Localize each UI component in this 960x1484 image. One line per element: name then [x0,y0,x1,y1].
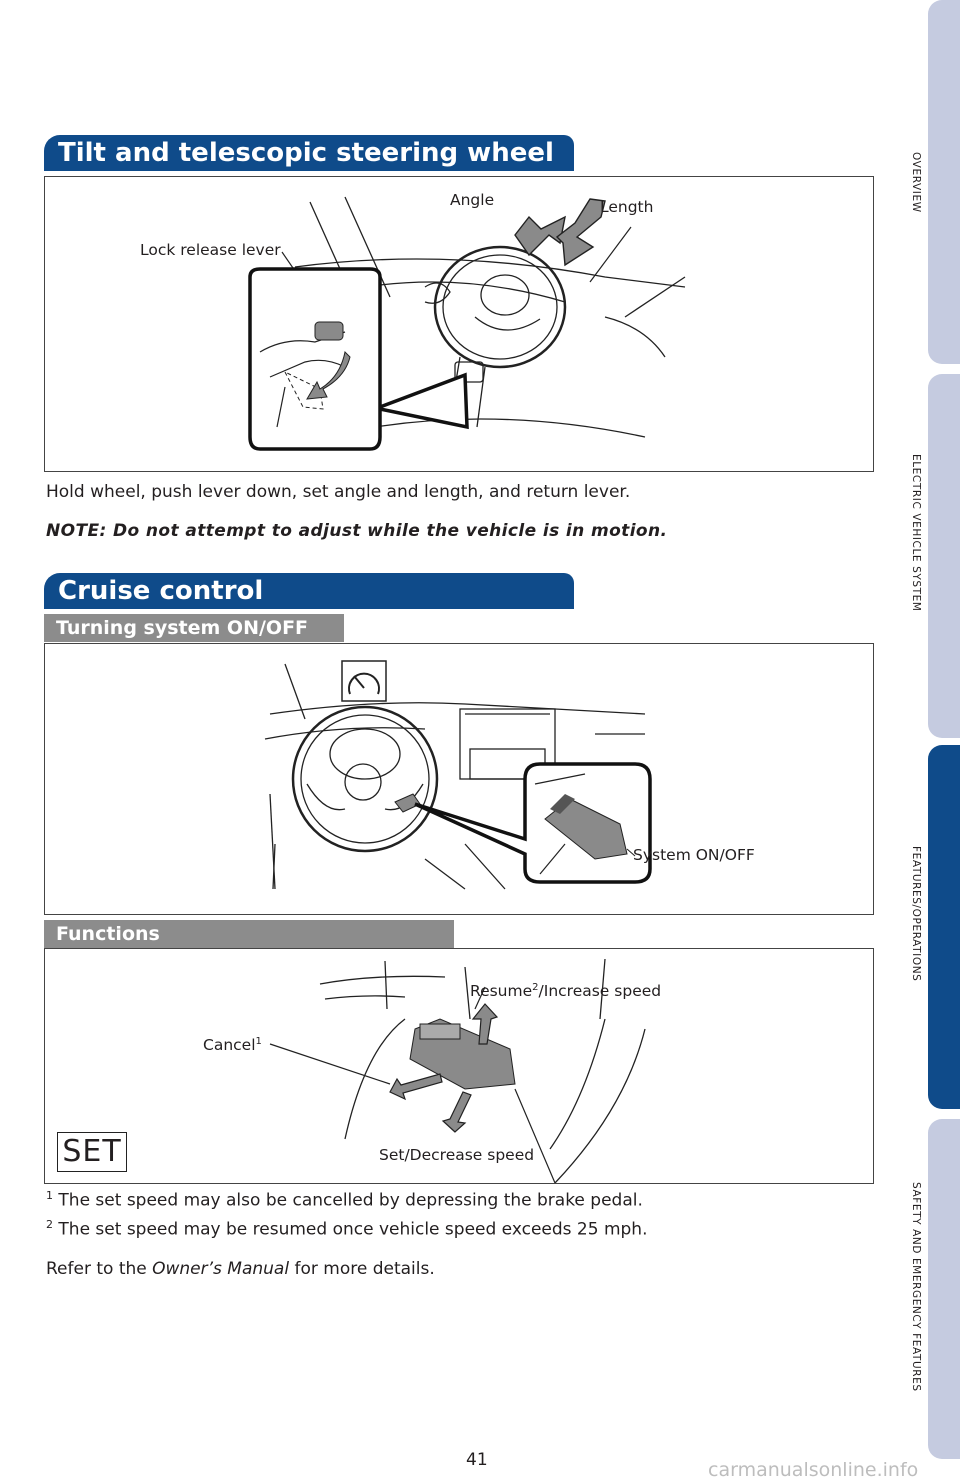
side-tab-safety-emergency[interactable] [928,1119,960,1459]
tilt-instruction: Hold wheel, push lever down, set angle a… [46,482,631,502]
section-header-cruise: Cruise control [44,573,574,609]
resume-text: Resume [470,982,533,1001]
side-tab-safety-emergency-label: SAFETY AND EMERGENCY FEATURES [910,1182,922,1392]
section-header-tilt: Tilt and telescopic steering wheel [44,135,574,171]
lock-release-lever-label: Lock release lever [140,241,281,259]
cancel-label: Cancel1 [203,1036,262,1054]
figure-cruise-system: System ON/OFF [44,643,874,915]
side-tab-features-operations[interactable] [928,745,960,1109]
section-title-tilt: Tilt and telescopic steering wheel [58,138,554,168]
steering-wheel-illustration [248,196,686,451]
footnote-2-text: The set speed may be resumed once vehicl… [58,1219,648,1240]
subheader-functions: Functions [44,920,454,948]
cruise-lever-illustration [269,958,646,1184]
footnote-2-number: 2 [46,1218,53,1231]
figure-cruise-functions: Resume2/Increase speed Cancel1 Set/Decre… [44,948,874,1184]
length-label: Length [600,198,654,216]
figure-steering-wheel: Angle Length Lock release lever [44,176,874,472]
refer-owners-manual: Refer to the Owner’s Manual for more det… [46,1259,435,1279]
footnote-1: 1 The set speed may also be cancelled by… [46,1189,643,1211]
section-title-cruise: Cruise control [58,576,264,606]
tilt-note: NOTE: Do not attempt to adjust while the… [46,521,668,541]
side-tab-overview-label: OVERVIEW [910,152,922,213]
subheader-functions-text: Functions [56,923,160,945]
side-tab-features-operations-label: FEATURES/OPERATIONS [910,846,922,982]
owners-manual-title: Owner’s Manual [152,1259,290,1279]
subheader-turning-system: Turning system ON/OFF [44,614,344,642]
system-on-off-label: System ON/OFF [633,846,755,864]
resume-rest-text: /Increase speed [538,982,662,1001]
side-tab-electric-vehicle-system-label: ELECTRIC VEHICLE SYSTEM [910,454,922,612]
set-decrease-label: Set/Decrease speed [379,1146,535,1164]
cancel-text: Cancel [203,1036,256,1055]
watermark: carmanualsonline.info [708,1459,919,1481]
cancel-sup: 1 [255,1036,262,1047]
set-badge-text: SET [62,1134,122,1169]
side-tab-electric-vehicle-system[interactable] [928,374,960,738]
footnote-1-number: 1 [46,1189,53,1202]
resume-sup: 2 [532,982,539,993]
cruise-dashboard-illustration [264,660,652,890]
resume-increase-label: Resume2/Increase speed [470,982,661,1000]
set-badge: SET [57,1132,127,1172]
angle-label: Angle [450,191,495,209]
footnote-2: 2 The set speed may be resumed once vehi… [46,1218,648,1240]
footnote-1-text: The set speed may also be cancelled by d… [58,1190,643,1211]
subheader-turning-system-text: Turning system ON/OFF [56,617,309,639]
side-tab-overview[interactable] [928,0,960,364]
refer-prefix: Refer to the [46,1259,153,1279]
refer-suffix: for more details. [289,1259,435,1279]
page-number: 41 [466,1450,488,1470]
